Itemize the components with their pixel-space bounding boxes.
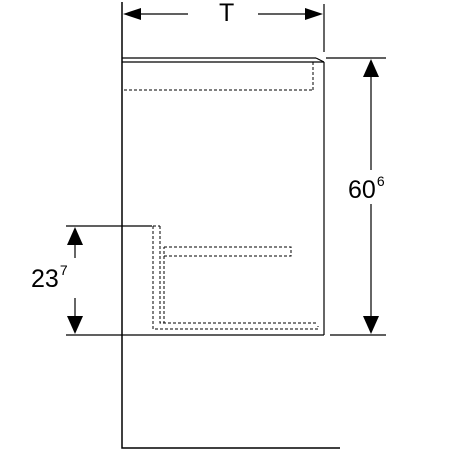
depth-arrow-left: [123, 8, 141, 20]
depth-arrow-right: [305, 8, 323, 20]
height-value: 60: [348, 176, 376, 204]
lower-drawer-front: [152, 226, 319, 330]
height-arrow-bottom: [363, 316, 379, 334]
wall-and-floor-line: [121, 2, 340, 449]
height-arrow-top: [363, 59, 379, 77]
hidden-lines: [124, 62, 319, 330]
height-label: 606: [348, 174, 385, 203]
height-dimension: [326, 57, 386, 336]
drawer-arrow-bottom: [67, 316, 83, 334]
inner-shelf: [163, 246, 292, 257]
depth-dimension: [134, 4, 325, 52]
height-superscript: 6: [376, 173, 385, 189]
drawer-arrow-top: [67, 227, 83, 245]
drawer-height-value: 23: [31, 265, 59, 293]
cabinet-body: [122, 57, 325, 336]
depth-label: T: [219, 0, 235, 27]
drawer-height-label: 237: [31, 263, 68, 292]
drawer-height-superscript: 7: [59, 262, 68, 278]
